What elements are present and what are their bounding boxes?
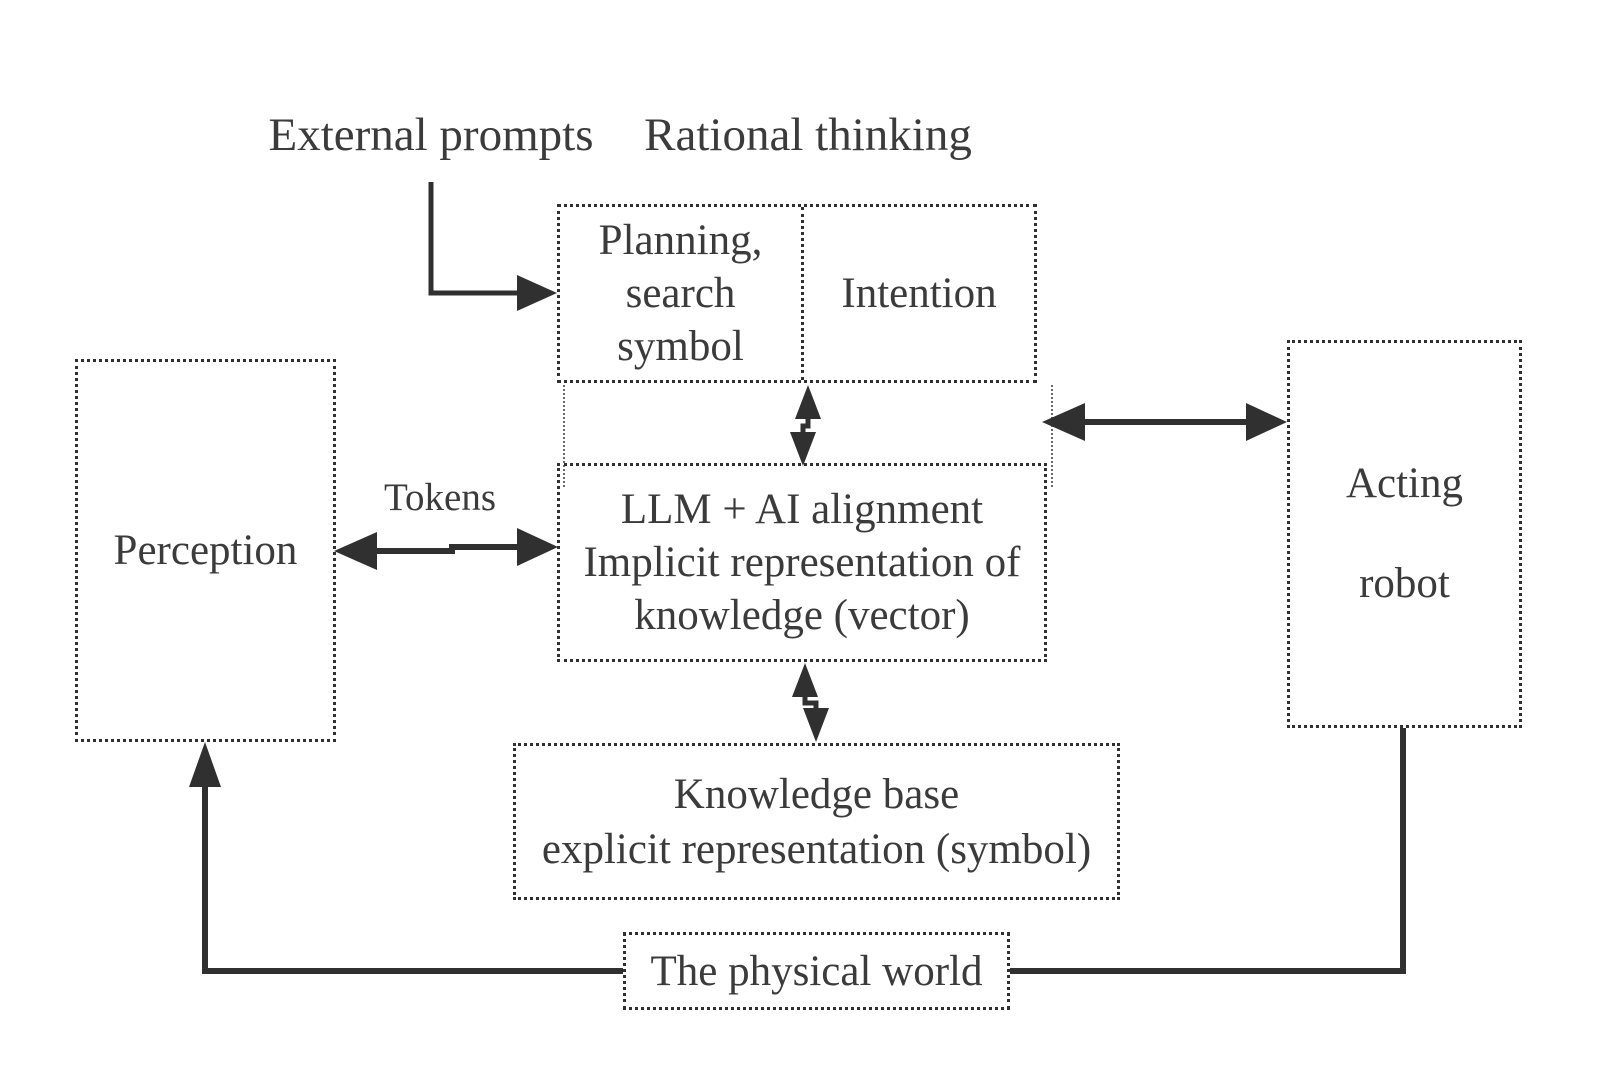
llm-knowledge-double-arrow [792,663,829,742]
planning-line-1: Planning, [598,217,763,264]
planning-line-3: symbol [617,323,744,370]
llm-line-1: LLM + AI alignment [620,486,984,533]
rational-thinking-label: Rational thinking [644,109,972,161]
acting-robot-line-2: robot [1359,560,1450,607]
external-prompts-arrow [428,182,557,311]
llm-line-2: Implicit representation of [583,539,1021,586]
planning-label: Planning, search symbol [599,214,763,373]
llm-label: LLM + AI alignment Implicit representati… [583,483,1020,642]
llm-line-3: knowledge (vector) [634,592,970,639]
knowledge-base-line-1: Knowledge base [673,770,960,818]
acting-robot-line-1: Acting [1345,460,1464,507]
acting-robot-box: Acting robot [1287,340,1522,728]
knowledge-base-label: Knowledge base explicit representation (… [542,767,1091,877]
tokens-label: Tokens [383,476,497,519]
tokens-double-arrow [334,528,558,570]
acting-robot-label: Acting robot [1346,434,1463,634]
planning-intention-box: Planning, search symbol Intention [557,204,1037,383]
knowledge-base-line-2: explicit representation (symbol) [541,825,1092,873]
perception-box: Perception [75,359,336,742]
perception-label: Perception [113,527,298,574]
intention-label: Intention [841,270,997,317]
acting-robot-double-arrow [1042,403,1287,441]
external-prompts-label: External prompts [268,109,594,161]
intention-cell: Intention [801,207,1034,380]
llm-box: LLM + AI alignment Implicit representati… [557,463,1047,662]
physical-world-label: The physical world [650,947,983,995]
knowledge-base-box: Knowledge base explicit representation (… [513,743,1120,900]
planning-line-2: search [625,270,736,317]
physical-world-box: The physical world [623,932,1010,1010]
planning-cell: Planning, search symbol [560,207,801,380]
